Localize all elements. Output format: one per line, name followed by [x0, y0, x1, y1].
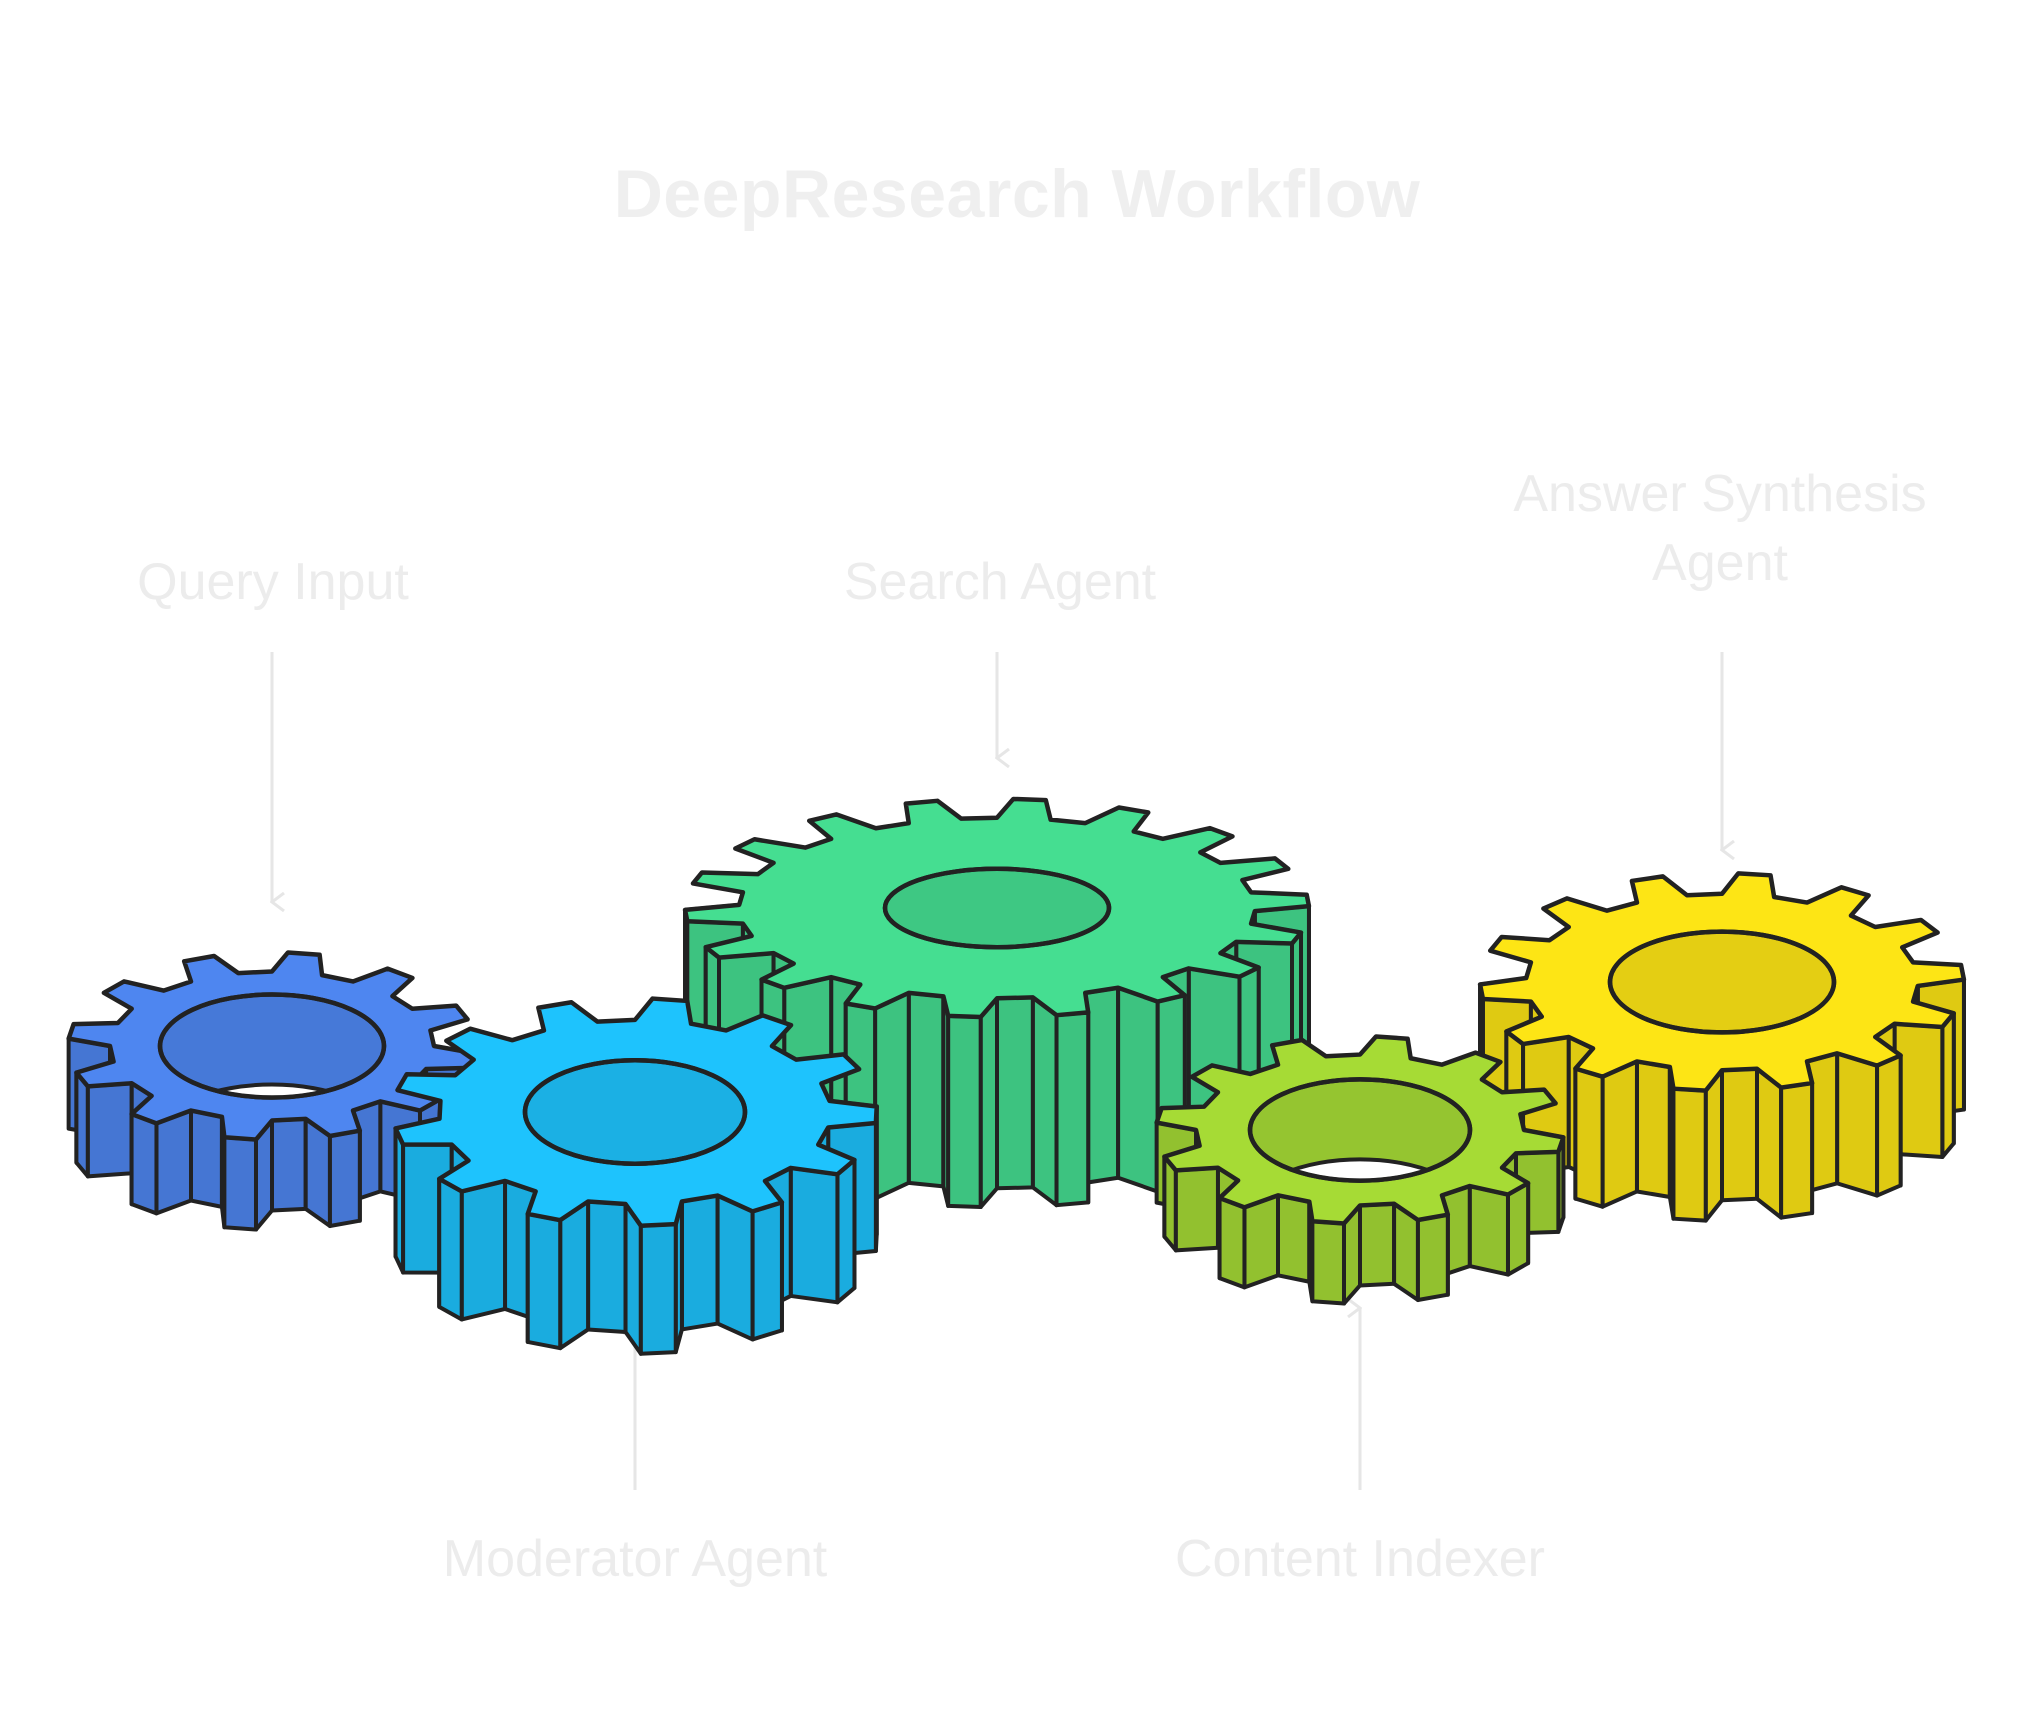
- label-query-input: Query Input: [137, 553, 409, 611]
- label-answer-synthesis-line2: Agent: [1652, 533, 1788, 592]
- gear-moderator-agent-side-face: [638, 1222, 678, 1356]
- gear-answer-synthesis-side-face: [1779, 1081, 1815, 1220]
- gear-query-input-side-face: [327, 1128, 362, 1228]
- gear-moderator-agent-side-face: [835, 1157, 857, 1305]
- gear-moderator-agent-side-face: [679, 1193, 720, 1332]
- gear-moderator-agent-side-face: [558, 1199, 591, 1351]
- gear-answer-synthesis-side-face: [1671, 1086, 1708, 1223]
- gear-search-agent-side-face: [906, 990, 946, 1189]
- gear-content-indexer-side-face: [1415, 1212, 1450, 1302]
- gear-search-agent-side-face: [995, 995, 1035, 1191]
- gear-query-input-side-face: [222, 1135, 258, 1232]
- gear-search-agent-side-face: [1030, 995, 1059, 1208]
- gear-content-indexer: [1154, 1034, 1566, 1306]
- gear-answer-synthesis-side-face: [1755, 1066, 1784, 1220]
- gear-answer-synthesis-side-face: [1720, 1066, 1759, 1203]
- gear-search-agent-side-face: [946, 1013, 983, 1210]
- label-answer-synthesis: Answer Synthesis Agent: [1470, 460, 1970, 597]
- gear-search-agent-side-face: [1054, 1010, 1091, 1208]
- gear-query-input-side-face: [85, 1081, 134, 1179]
- gear-content-indexer-side-face: [1217, 1196, 1247, 1290]
- gear-moderator-agent-side-face: [459, 1178, 508, 1322]
- gear-answer-synthesis-side-face: [1573, 1066, 1605, 1209]
- gear-content-indexer-hole-opening: [1252, 1157, 1468, 1179]
- gear-search-agent-side-face: [978, 996, 999, 1210]
- gear-moderator-agent: [393, 996, 879, 1356]
- label-search-agent: Search Agent: [843, 553, 1157, 611]
- gear-content-indexer-side-face: [1276, 1193, 1312, 1284]
- gear-answer-synthesis-side-face: [1634, 1059, 1672, 1200]
- gear-content-indexer-side-face: [1467, 1184, 1510, 1277]
- diagram-title: DeepResearch Workflow: [613, 156, 1421, 232]
- gear-content-indexer-side-face: [1358, 1201, 1397, 1288]
- gear-moderator-agent-side-face: [623, 1202, 643, 1356]
- gear-moderator-agent-side-face: [525, 1211, 563, 1351]
- gear-query-input-hole-opening: [162, 1082, 382, 1096]
- gear-content-indexer-side-face: [1173, 1165, 1220, 1253]
- gear-search-agent-side-face: [1116, 985, 1160, 1194]
- label-content-indexer: Content Indexer: [1174, 1530, 1546, 1588]
- gear-answer-synthesis-side-face: [1875, 1053, 1903, 1198]
- gear-query-input-side-face: [129, 1112, 159, 1216]
- gear-answer-synthesis: [1477, 871, 1967, 1223]
- label-moderator-agent: Moderator Agent: [442, 1530, 828, 1588]
- label-answer-synthesis-line1: Answer Synthesis: [1513, 465, 1927, 523]
- gear-moderator-agent-side-face: [750, 1200, 784, 1342]
- gear-moderator-agent-side-face: [788, 1165, 840, 1305]
- gear-content-indexer-side-face: [1505, 1181, 1531, 1277]
- gear-answer-synthesis-side-face: [1835, 1051, 1880, 1198]
- gear-query-input-side-face: [189, 1108, 224, 1209]
- gear-moderator-agent-side-face: [437, 1176, 464, 1322]
- gear-search-agent-side-face: [873, 990, 911, 1201]
- gear-query-input-side-face: [154, 1108, 193, 1216]
- gear-moderator-agent-side-face: [586, 1199, 628, 1335]
- gear-content-indexer-side-face: [1242, 1193, 1280, 1290]
- connector-arrows: [272, 652, 1722, 1490]
- gear-answer-synthesis-side-face: [1703, 1068, 1724, 1223]
- gear-query-input-side-face: [270, 1116, 308, 1213]
- gear-content-indexer-side-face: [1310, 1219, 1346, 1306]
- gear-answer-synthesis-side-face: [1600, 1059, 1639, 1209]
- gear-moderator-agent-side-face: [715, 1193, 755, 1342]
